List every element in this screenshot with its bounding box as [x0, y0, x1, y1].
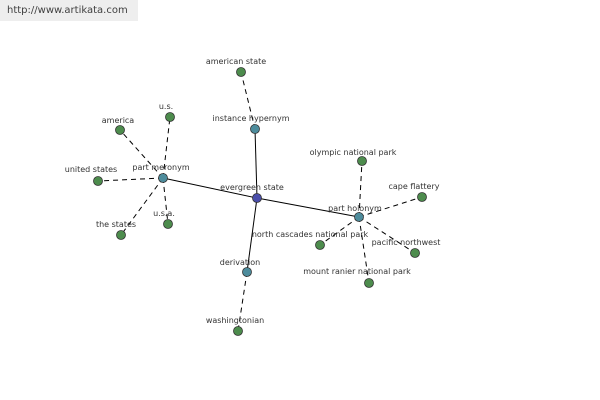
node-label-the-states[interactable]: the states	[96, 220, 136, 229]
node-label-us[interactable]: u.s.	[159, 102, 173, 111]
node-marker-instance-hypernym[interactable]	[250, 124, 260, 134]
node-label-american-state[interactable]: american state	[206, 57, 266, 66]
edge-part-meronym-to-united-states	[97, 177, 164, 182]
edge-instance-hypernym-to-american-state	[240, 71, 256, 130]
node-marker-cape-flattery[interactable]	[417, 192, 427, 202]
node-label-evergreen-state[interactable]: evergreen state	[220, 183, 284, 192]
edge-part-meronym-to-us	[162, 116, 171, 179]
node-marker-north-cascades-national-park[interactable]	[315, 240, 325, 250]
node-label-pacific-northwest[interactable]: pacific northwest	[372, 238, 441, 247]
node-marker-the-states[interactable]	[116, 230, 126, 240]
node-marker-america[interactable]	[115, 125, 125, 135]
node-marker-american-state[interactable]	[236, 67, 246, 77]
node-washingtonian[interactable]: washingtonian	[206, 316, 264, 336]
node-label-part-holonym[interactable]: part holonym	[328, 204, 382, 213]
node-part-meronym[interactable]: part meronym	[132, 163, 190, 183]
node-marker-part-holonym[interactable]	[354, 212, 364, 222]
node-marker-us[interactable]	[165, 112, 175, 122]
node-label-washingtonian[interactable]: washingtonian	[206, 316, 264, 325]
node-marker-washingtonian[interactable]	[233, 326, 243, 336]
node-marker-united-states[interactable]	[93, 176, 103, 186]
edge-part-holonym-to-cape-flattery	[358, 196, 423, 218]
node-olympic-national-park[interactable]: olympic national park	[310, 148, 397, 166]
node-north-cascades-national-park[interactable]: north cascades national park	[252, 230, 369, 250]
edge-part-holonym-to-mount-ranier-national-park	[358, 216, 370, 284]
node-usa[interactable]: u.s.a.	[153, 209, 175, 229]
edge-part-meronym-to-usa	[162, 177, 169, 225]
node-label-usa[interactable]: u.s.a.	[153, 209, 175, 218]
node-label-america[interactable]: america	[102, 116, 135, 125]
node-pacific-northwest[interactable]: pacific northwest	[372, 238, 441, 258]
node-marker-usa[interactable]	[163, 219, 173, 229]
node-cape-flattery[interactable]: cape flattery	[388, 182, 440, 202]
node-american-state[interactable]: american state	[206, 57, 266, 77]
edge-part-meronym-to-the-states	[120, 177, 164, 236]
edge-evergreen-state-to-derivation	[246, 197, 258, 273]
node-marker-pacific-northwest[interactable]	[410, 248, 420, 258]
node-label-derivation[interactable]: derivation	[220, 258, 260, 267]
node-marker-evergreen-state[interactable]	[252, 193, 262, 203]
node-label-north-cascades-national-park[interactable]: north cascades national park	[252, 230, 369, 239]
edge-part-holonym-to-olympic-national-park	[358, 160, 363, 218]
node-instance-hypernym[interactable]: instance hypernym	[213, 114, 290, 134]
node-label-olympic-national-park[interactable]: olympic national park	[310, 148, 397, 157]
node-label-mount-ranier-national-park[interactable]: mount ranier national park	[303, 267, 411, 276]
node-america[interactable]: america	[102, 116, 135, 135]
edge-derivation-to-washingtonian	[237, 271, 248, 332]
node-the-states[interactable]: the states	[96, 220, 136, 240]
edge-evergreen-state-to-part-meronym	[162, 177, 258, 199]
node-derivation[interactable]: derivation	[220, 258, 260, 277]
site-url: http://www.artikata.com	[0, 0, 138, 21]
edge-part-holonym-to-pacific-northwest	[358, 216, 416, 254]
node-marker-derivation[interactable]	[242, 267, 252, 277]
node-united-states[interactable]: united states	[65, 165, 117, 186]
graph-nodes: evergreen state instance hypernym part mer…	[65, 57, 441, 336]
node-label-united-states[interactable]: united states	[65, 165, 117, 174]
node-label-cape-flattery[interactable]: cape flattery	[388, 182, 439, 191]
node-mount-ranier-national-park[interactable]: mount ranier national park	[303, 267, 411, 288]
node-marker-mount-ranier-national-park[interactable]	[364, 278, 374, 288]
graph-edges	[97, 71, 423, 332]
node-part-holonym[interactable]: part holonym	[328, 204, 382, 222]
node-us[interactable]: u.s.	[159, 102, 175, 122]
edge-part-meronym-to-america	[119, 129, 164, 179]
node-label-instance-hypernym[interactable]: instance hypernym	[213, 114, 290, 123]
node-marker-part-meronym[interactable]	[158, 173, 168, 183]
node-evergreen-state[interactable]: evergreen state	[220, 183, 284, 203]
edge-evergreen-state-to-part-holonym	[256, 197, 360, 218]
edge-part-holonym-to-north-cascades-national-park	[319, 216, 360, 246]
edge-evergreen-state-to-instance-hypernym	[254, 128, 258, 199]
node-marker-olympic-national-park[interactable]	[357, 156, 367, 166]
node-label-part-meronym[interactable]: part meronym	[132, 163, 189, 172]
